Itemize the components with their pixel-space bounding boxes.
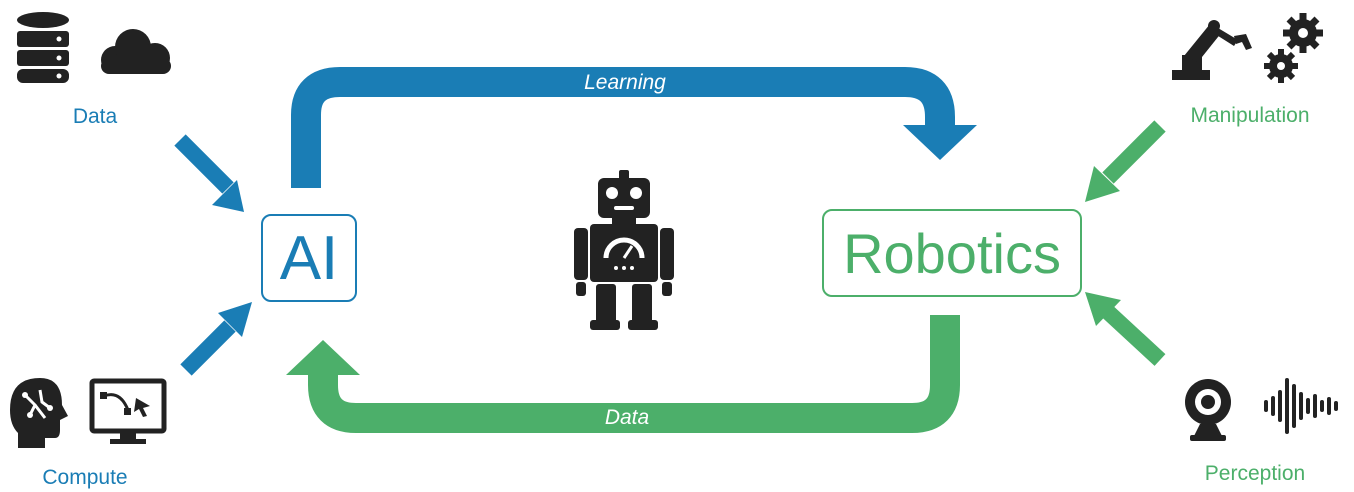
perception-to-robotics-arrow: [1085, 292, 1166, 366]
learning-arrow: [291, 67, 977, 188]
data-input-label: Data: [72, 105, 118, 128]
manipulation-to-robotics-arrow: [1085, 120, 1166, 202]
ai-node-label: AI: [279, 223, 339, 293]
cloud-icon: [101, 29, 171, 74]
gears-icon: [1264, 13, 1323, 83]
compute-input-label: Compute: [42, 466, 128, 489]
data-to-ai-arrow: [174, 134, 244, 212]
robotics-node-label: Robotics: [843, 221, 1061, 285]
ai-node: AI: [261, 214, 357, 302]
compute-to-ai-arrow: [180, 302, 252, 376]
robotics-node: Robotics: [822, 209, 1082, 297]
sound-wave-icon: [1264, 378, 1338, 434]
data-feedback-arrow: [286, 315, 960, 433]
data-feedback-label: Data: [604, 406, 650, 429]
brain-head-icon: [10, 378, 68, 448]
monitor-vector-icon: [89, 378, 167, 444]
database-icon: [17, 12, 69, 83]
perception-input-label: Perception: [1204, 462, 1306, 485]
robot-icon: [574, 170, 674, 330]
robot-arm-icon: [1172, 20, 1252, 80]
webcam-icon: [1185, 379, 1231, 441]
manipulation-input-label: Manipulation: [1190, 104, 1310, 127]
learning-label: Learning: [584, 71, 666, 94]
